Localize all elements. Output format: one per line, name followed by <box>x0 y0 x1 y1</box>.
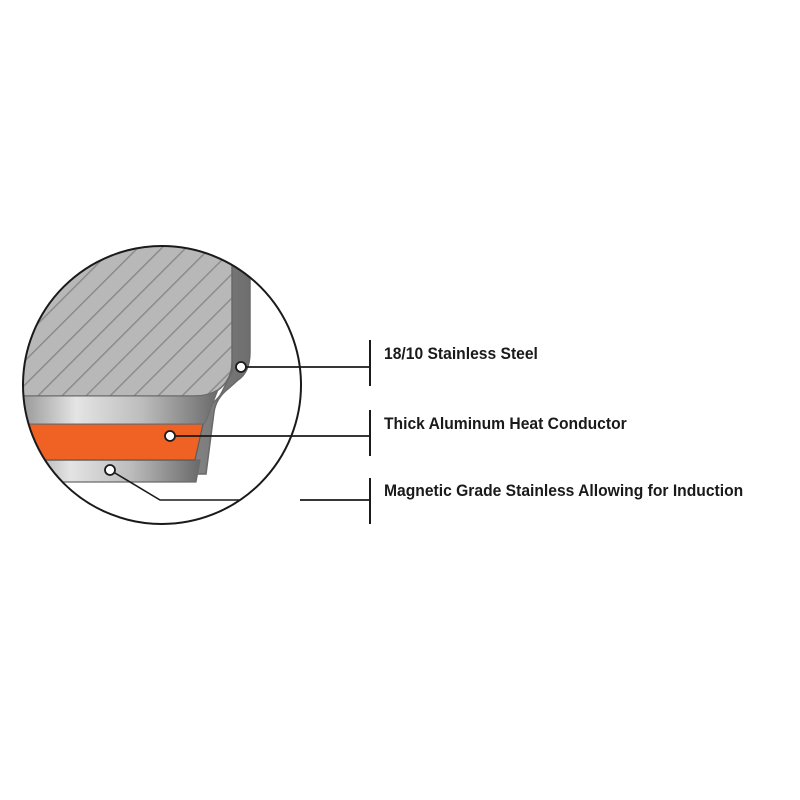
label-aluminum-conductor: Thick Aluminum Heat Conductor <box>384 414 627 433</box>
stainless-steel-hatched-area <box>23 246 233 397</box>
leader-dot-steel <box>235 361 247 373</box>
magnified-view <box>23 246 301 524</box>
magnetic-stainless-layer <box>23 459 201 483</box>
leader-dot-magnetic <box>104 464 116 476</box>
leader-dot-aluminum <box>164 430 176 442</box>
magnifier-circle-outline <box>22 245 302 525</box>
label-magnetic-stainless: Magnetic Grade Stainless Allowing for In… <box>384 481 744 500</box>
label-stainless-steel: 18/10 Stainless Steel <box>384 344 538 363</box>
inner-steel-band <box>23 388 220 425</box>
